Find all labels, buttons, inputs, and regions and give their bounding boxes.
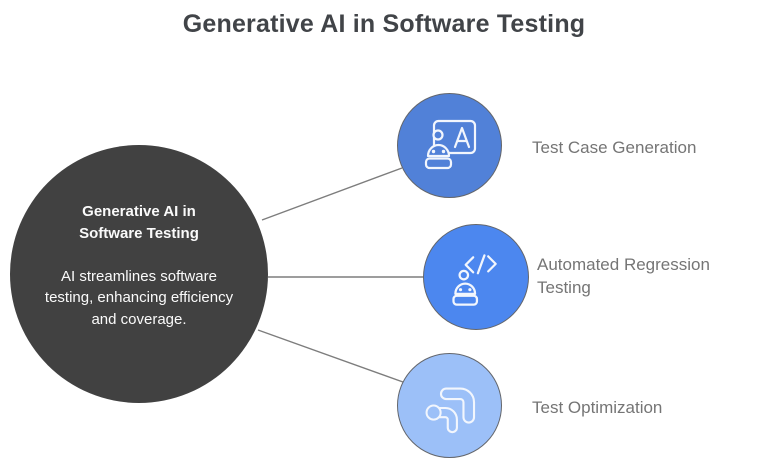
optimization-route-icon bbox=[425, 386, 475, 433]
page-title: Generative AI in Software Testing bbox=[182, 10, 586, 38]
center-node-description: AI streamlines software testing, enhanci… bbox=[44, 267, 234, 329]
connector-line-top bbox=[261, 167, 403, 221]
node-label-automated-regression-testing: Automated Regression Testing bbox=[537, 255, 710, 298]
node-bubble-automated-regression-testing bbox=[423, 224, 529, 330]
node-bubble-test-case-generation bbox=[397, 93, 502, 198]
robot-code-brackets-icon bbox=[452, 254, 497, 306]
connector-line-bottom bbox=[257, 329, 404, 383]
node-label-test-optimization: Test Optimization bbox=[532, 398, 663, 417]
node-bubble-test-optimization bbox=[397, 353, 502, 458]
node-label-test-case-generation: Test Case Generation bbox=[532, 138, 697, 157]
robot-presentation-board-icon bbox=[424, 119, 476, 169]
center-node-heading: Generative AI in Software Testing bbox=[79, 203, 199, 242]
center-node: Generative AI in Software Testing AI str… bbox=[10, 145, 268, 403]
